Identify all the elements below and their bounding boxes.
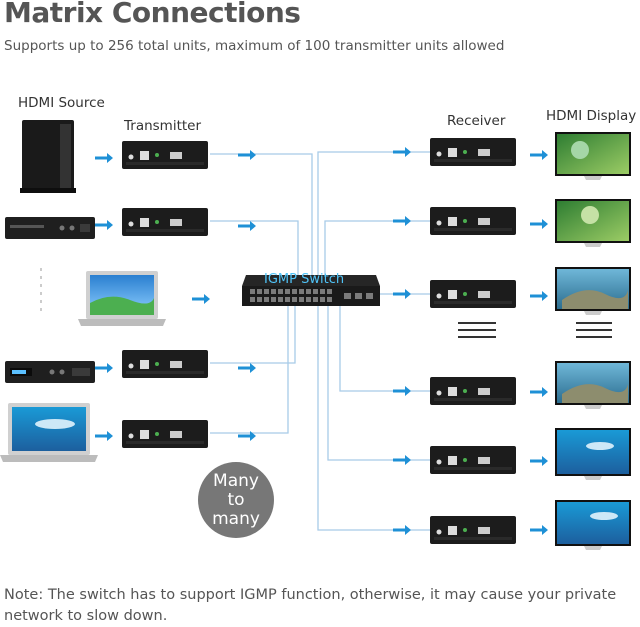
source-dvd-player-icon — [5, 217, 95, 239]
transmitter-5 — [122, 420, 208, 448]
display-2-icon — [555, 199, 631, 247]
transmitter-2 — [122, 208, 208, 236]
display-3-icon — [555, 267, 631, 315]
badge-line-1: Many — [213, 470, 259, 491]
source-pc-tower-icon — [20, 120, 76, 193]
display-6-icon — [555, 500, 631, 550]
wire-rx-4 — [339, 305, 430, 392]
transmitter-label: Transmitter — [124, 118, 202, 134]
igmp-switch-icon — [242, 275, 380, 306]
wire-rx-1 — [317, 151, 430, 285]
badge-line-3: many — [212, 508, 260, 529]
receiver-units — [430, 138, 516, 544]
receiver-1 — [430, 138, 516, 166]
source-laptop-icon — [78, 271, 166, 326]
wire-rx-5 — [327, 305, 430, 461]
wire-tx-4 — [210, 305, 296, 364]
wire-tx-5 — [210, 305, 289, 434]
receiver-4 — [430, 377, 516, 405]
receiver-3 — [430, 280, 516, 308]
display-1-icon — [555, 132, 631, 180]
hdmi-display-label: HDMI Display — [546, 108, 637, 124]
transmitter-1 — [122, 141, 208, 169]
many-to-many-badge: Many to many — [198, 462, 274, 538]
receiver-ellipsis — [458, 322, 496, 338]
footer-note: Note: The switch has to support IGMP fun… — [4, 587, 617, 624]
hdmi-source-label: HDMI Source — [18, 95, 105, 111]
display-5-icon — [555, 428, 631, 480]
receiver-5 — [430, 446, 516, 474]
transmitter-4 — [122, 350, 208, 378]
source-laptop-2-icon — [0, 403, 98, 462]
igmp-switch-label: IGMP Switch — [264, 272, 345, 287]
page-subtitle: Supports up to 256 total units, maximum … — [4, 38, 505, 54]
receiver-6 — [430, 516, 516, 544]
receiver-arrows — [393, 147, 411, 535]
badge-line-2: to — [227, 489, 245, 510]
receiver-2 — [430, 207, 516, 235]
source-dots — [40, 268, 42, 311]
wire-tx-1 — [210, 153, 313, 285]
wire-rx-6 — [317, 305, 430, 531]
display-arrows — [530, 150, 548, 535]
display-4-icon — [555, 361, 631, 409]
display-ellipsis — [576, 322, 612, 338]
receiver-label: Receiver — [447, 113, 506, 129]
wire-tx-2 — [210, 220, 299, 285]
page-title: Matrix Connections — [4, 0, 301, 29]
source-set-top-box-icon — [5, 361, 95, 383]
